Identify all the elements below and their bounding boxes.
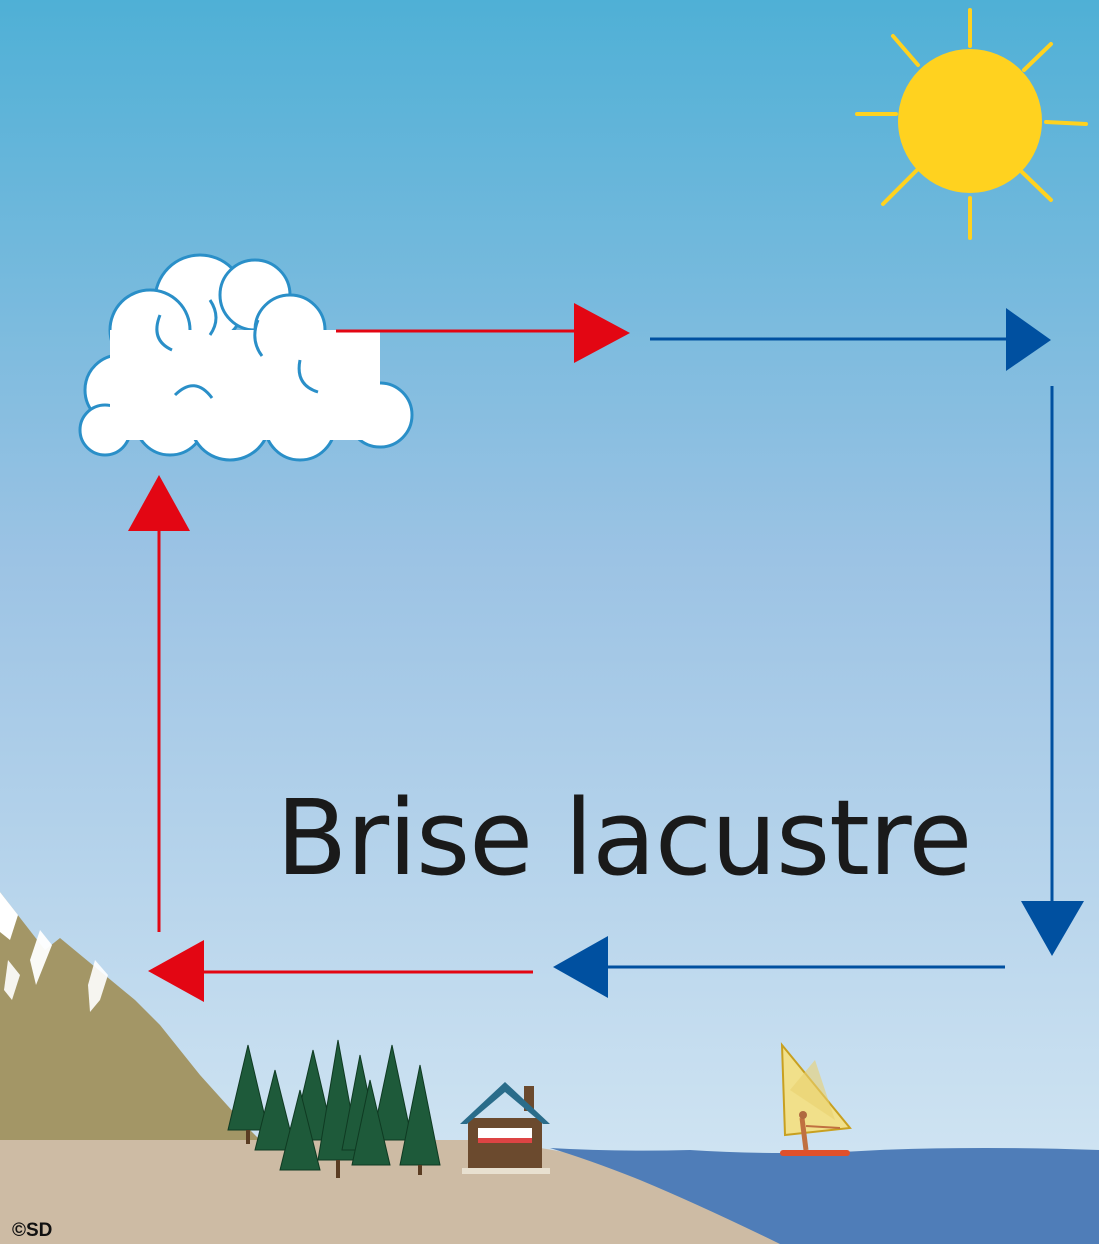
windsurfer-icon	[780, 1042, 852, 1156]
diagram-title: Brise lacustre	[276, 777, 972, 899]
chalet-icon	[460, 1082, 550, 1174]
copyright-credit: ©SD	[12, 1220, 53, 1241]
cool-flow-bottom-arrow	[553, 936, 1005, 998]
cloud-icon	[78, 253, 414, 462]
forest-icon	[227, 1039, 441, 1178]
warm-flow-bottom-arrow	[148, 940, 533, 1002]
warm-flow-up-arrow	[128, 475, 190, 932]
warm-flow-top-arrow	[336, 303, 630, 363]
sun-icon	[855, 8, 1088, 240]
cool-flow-down-arrow	[1021, 386, 1084, 956]
lake-water	[550, 1148, 1099, 1244]
mountain-icon	[0, 892, 260, 1140]
cool-flow-top-arrow	[650, 308, 1051, 371]
